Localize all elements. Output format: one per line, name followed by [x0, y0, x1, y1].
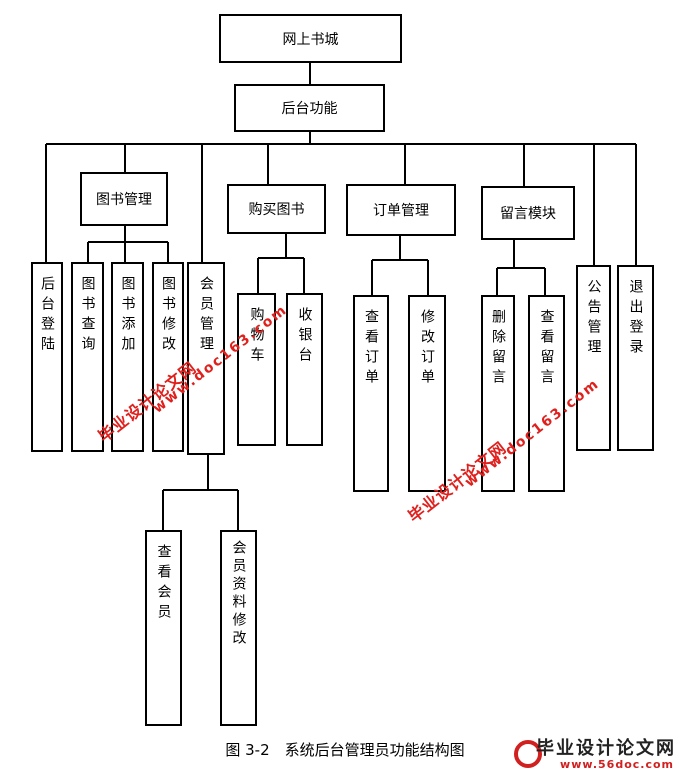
node-backend: 后台功能 — [234, 84, 385, 132]
node-logout-label: 退出登录 — [627, 279, 644, 359]
logo-url: www.56doc.com — [560, 758, 674, 771]
node-book-query: 图书查询 — [71, 262, 104, 452]
node-order-mgmt: 订单管理 — [346, 184, 456, 236]
node-member-mgmt-label: 会员管理 — [198, 276, 214, 356]
node-book-mgmt: 图书管理 — [80, 172, 168, 226]
node-delete-message-label: 删除留言 — [490, 309, 506, 389]
node-member-mgmt: 会员管理 — [187, 262, 225, 455]
node-book-add-label: 图书添加 — [119, 276, 136, 356]
site-logo: 毕业设计论文网 www.56doc.com — [514, 734, 684, 778]
logo-title: 毕业设计论文网 — [536, 738, 676, 759]
node-view-message-label: 查看留言 — [538, 309, 555, 389]
node-book-edit-label: 图书修改 — [160, 276, 176, 356]
node-view-members-label: 查看会员 — [155, 544, 172, 624]
node-member-edit-label: 会员资料修改 — [230, 540, 247, 648]
node-login: 后台登陆 — [31, 262, 63, 452]
figure-caption: 图 3-2 系统后台管理员功能结构图 — [225, 741, 465, 759]
node-root: 网上书城 — [219, 14, 402, 63]
node-cart: 购物车 — [237, 293, 276, 446]
node-login-label: 后台登陆 — [39, 276, 55, 356]
node-checkout: 收银台 — [286, 293, 323, 446]
node-book-edit: 图书修改 — [152, 262, 184, 452]
node-member-edit: 会员资料修改 — [220, 530, 257, 726]
node-order-mgmt-label: 订单管理 — [373, 203, 429, 219]
node-message-module: 留言模块 — [481, 186, 575, 240]
node-view-orders: 查看订单 — [353, 295, 389, 492]
node-book-query-label: 图书查询 — [79, 276, 96, 356]
node-edit-orders-label: 修改订单 — [419, 309, 435, 389]
node-view-members: 查看会员 — [145, 530, 182, 726]
node-book-add: 图书添加 — [111, 262, 144, 452]
node-notice-mgmt: 公告管理 — [576, 265, 611, 451]
node-book-mgmt-label: 图书管理 — [96, 192, 152, 208]
node-backend-label: 后台功能 — [281, 101, 338, 117]
node-view-orders-label: 查看订单 — [363, 309, 379, 389]
node-delete-message: 删除留言 — [481, 295, 515, 492]
node-notice-mgmt-label: 公告管理 — [585, 279, 602, 359]
node-logout: 退出登录 — [617, 265, 654, 451]
node-buy-books: 购买图书 — [227, 184, 326, 234]
node-view-message: 查看留言 — [528, 295, 565, 492]
node-root-label: 网上书城 — [282, 31, 339, 48]
node-message-module-label: 留言模块 — [500, 206, 556, 222]
node-checkout-label: 收银台 — [296, 307, 313, 367]
node-cart-label: 购物车 — [248, 307, 265, 367]
node-buy-books-label: 购买图书 — [248, 202, 305, 218]
logo-ring-icon — [514, 740, 542, 768]
node-edit-orders: 修改订单 — [408, 295, 446, 492]
